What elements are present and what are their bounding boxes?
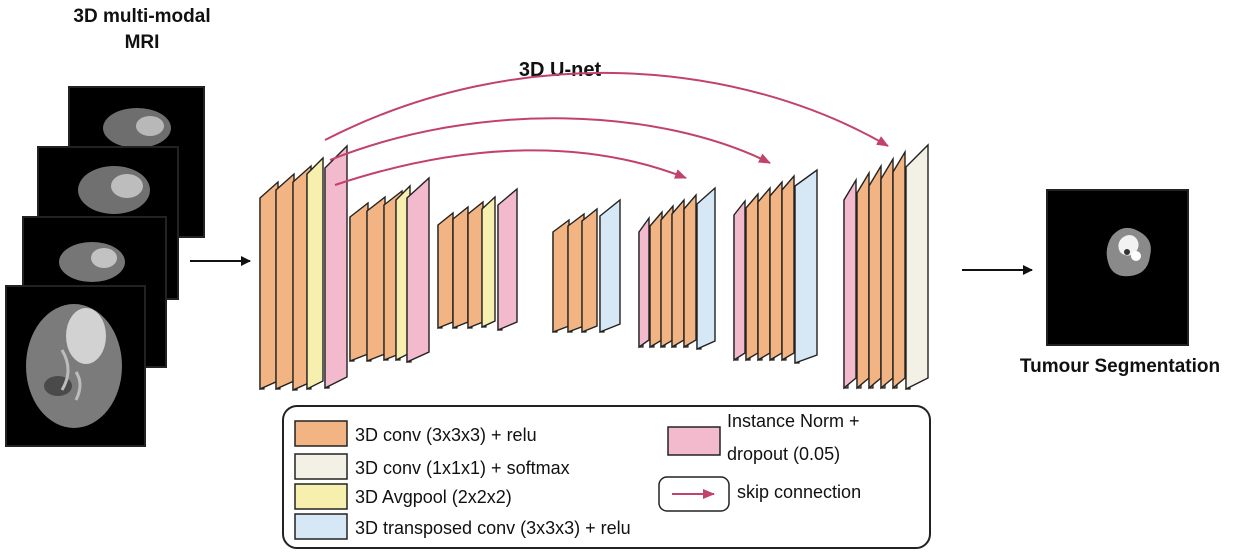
- layer-slab-face: [406, 176, 430, 364]
- layer-slab-face: [794, 168, 818, 364]
- instance-norm-layer-slab: [638, 215, 650, 349]
- conv-layer-slab: [452, 205, 469, 330]
- legend-swatch-conv: [294, 420, 348, 447]
- instance-norm-layer-slab: [843, 177, 857, 390]
- avgpool-layer-slab: [481, 195, 496, 329]
- transposed-conv-layer-slab: [599, 198, 621, 334]
- layer-slab-face: [745, 192, 759, 362]
- conv-layer-slab: [366, 195, 386, 363]
- legend-swatch-avgpool: [294, 483, 348, 510]
- softmax-layer-slab: [905, 143, 929, 391]
- layer-slab-face: [581, 207, 598, 334]
- conv-layer-slab: [892, 149, 906, 390]
- layer-slab-face: [660, 204, 674, 349]
- layer-slab-face: [880, 156, 894, 390]
- legend-box: [282, 405, 931, 549]
- output-title: Tumour Segmentation: [1020, 356, 1220, 377]
- skip-connection-arrow: [334, 149, 687, 186]
- conv-layer-slab: [683, 193, 697, 349]
- legend-label-avgpool: 3D Avgpool (2x2x2): [355, 487, 512, 507]
- conv-layer-slab: [880, 156, 894, 390]
- layer-slab-face: [733, 198, 746, 362]
- legend-swatch-norm: [667, 426, 721, 456]
- conv-layer-slab: [437, 211, 454, 330]
- layer-slab-face: [649, 210, 663, 349]
- layer-slab-face: [781, 174, 795, 362]
- segmentation-output-image: [1046, 189, 1189, 346]
- layer-slab-face: [497, 187, 518, 332]
- layer-slab-face: [324, 144, 348, 390]
- mri-slice-image: [5, 285, 146, 447]
- layer-slab-face: [349, 201, 369, 363]
- layer-slab-face: [599, 198, 621, 334]
- legend-label-conv: 3D conv (3x3x3) + relu: [355, 425, 537, 445]
- conv-layer-slab: [671, 198, 685, 349]
- layer-slab-face: [868, 163, 882, 390]
- legend-label-softmax: 3D conv (1x1x1) + softmax: [355, 458, 570, 478]
- layer-slab-face: [275, 172, 295, 391]
- layer-slab-face: [671, 198, 685, 349]
- instance-norm-layer-slab: [406, 176, 430, 364]
- conv-layer-slab: [745, 192, 759, 362]
- legend-label-norm-line1: Instance Norm +: [727, 411, 860, 431]
- layer-slab-face: [638, 215, 650, 349]
- conv-layer-slab: [259, 180, 279, 391]
- conv-layer-slab: [275, 172, 295, 391]
- layer-slab-face: [856, 170, 870, 390]
- layer-slab-face: [696, 186, 716, 351]
- layer-slab-face: [306, 156, 324, 391]
- instance-norm-layer-slab: [324, 144, 348, 390]
- conv-layer-slab: [349, 201, 369, 363]
- skip-connection-arrow: [324, 71, 889, 147]
- conv-layer-slab: [660, 204, 674, 349]
- legend-label-norm-line2: dropout (0.05): [727, 444, 840, 464]
- layer-slab-face: [683, 193, 697, 349]
- layer-slab-face: [905, 143, 929, 391]
- transposed-conv-layer-slab: [696, 186, 716, 351]
- layer-slab-face: [452, 205, 469, 330]
- layer-slab-face: [467, 200, 484, 330]
- instance-norm-layer-slab: [497, 187, 518, 332]
- conv-layer-slab: [781, 174, 795, 362]
- legend-label-skip: skip connection: [737, 482, 861, 502]
- layer-slab-face: [757, 186, 771, 362]
- layer-slab-face: [552, 218, 570, 334]
- layer-slab-face: [843, 177, 857, 390]
- unet-layers: [259, 143, 929, 392]
- input-title-line1: 3D multi-modal: [73, 6, 210, 27]
- input-title-line2: MRI: [125, 32, 160, 53]
- legend-swatch-softmax: [294, 453, 348, 480]
- conv-layer-slab: [649, 210, 663, 349]
- layer-slab-face: [481, 195, 496, 329]
- conv-layer-slab: [552, 218, 570, 334]
- conv-layer-slab: [581, 207, 598, 334]
- layer-slab-face: [437, 211, 454, 330]
- conv-layer-slab: [868, 163, 882, 390]
- layer-slab-face: [769, 180, 783, 362]
- conv-layer-slab: [567, 212, 585, 334]
- instance-norm-layer-slab: [733, 198, 746, 362]
- legend-label-transposed: 3D transposed conv (3x3x3) + relu: [355, 518, 631, 538]
- skip-connection-arrow: [329, 117, 771, 164]
- legend-swatch-transposed: [294, 513, 348, 540]
- mri-input-stack: [5, 86, 205, 447]
- conv-layer-slab: [757, 186, 771, 362]
- transposed-conv-layer-slab: [794, 168, 818, 364]
- conv-layer-slab: [856, 170, 870, 390]
- layer-slab-face: [892, 149, 906, 390]
- legend: 3D conv (3x3x3) + relu 3D conv (1x1x1) +…: [282, 405, 931, 549]
- layer-slab-face: [366, 195, 386, 363]
- avgpool-layer-slab: [306, 156, 324, 391]
- conv-layer-slab: [467, 200, 484, 330]
- conv-layer-slab: [769, 180, 783, 362]
